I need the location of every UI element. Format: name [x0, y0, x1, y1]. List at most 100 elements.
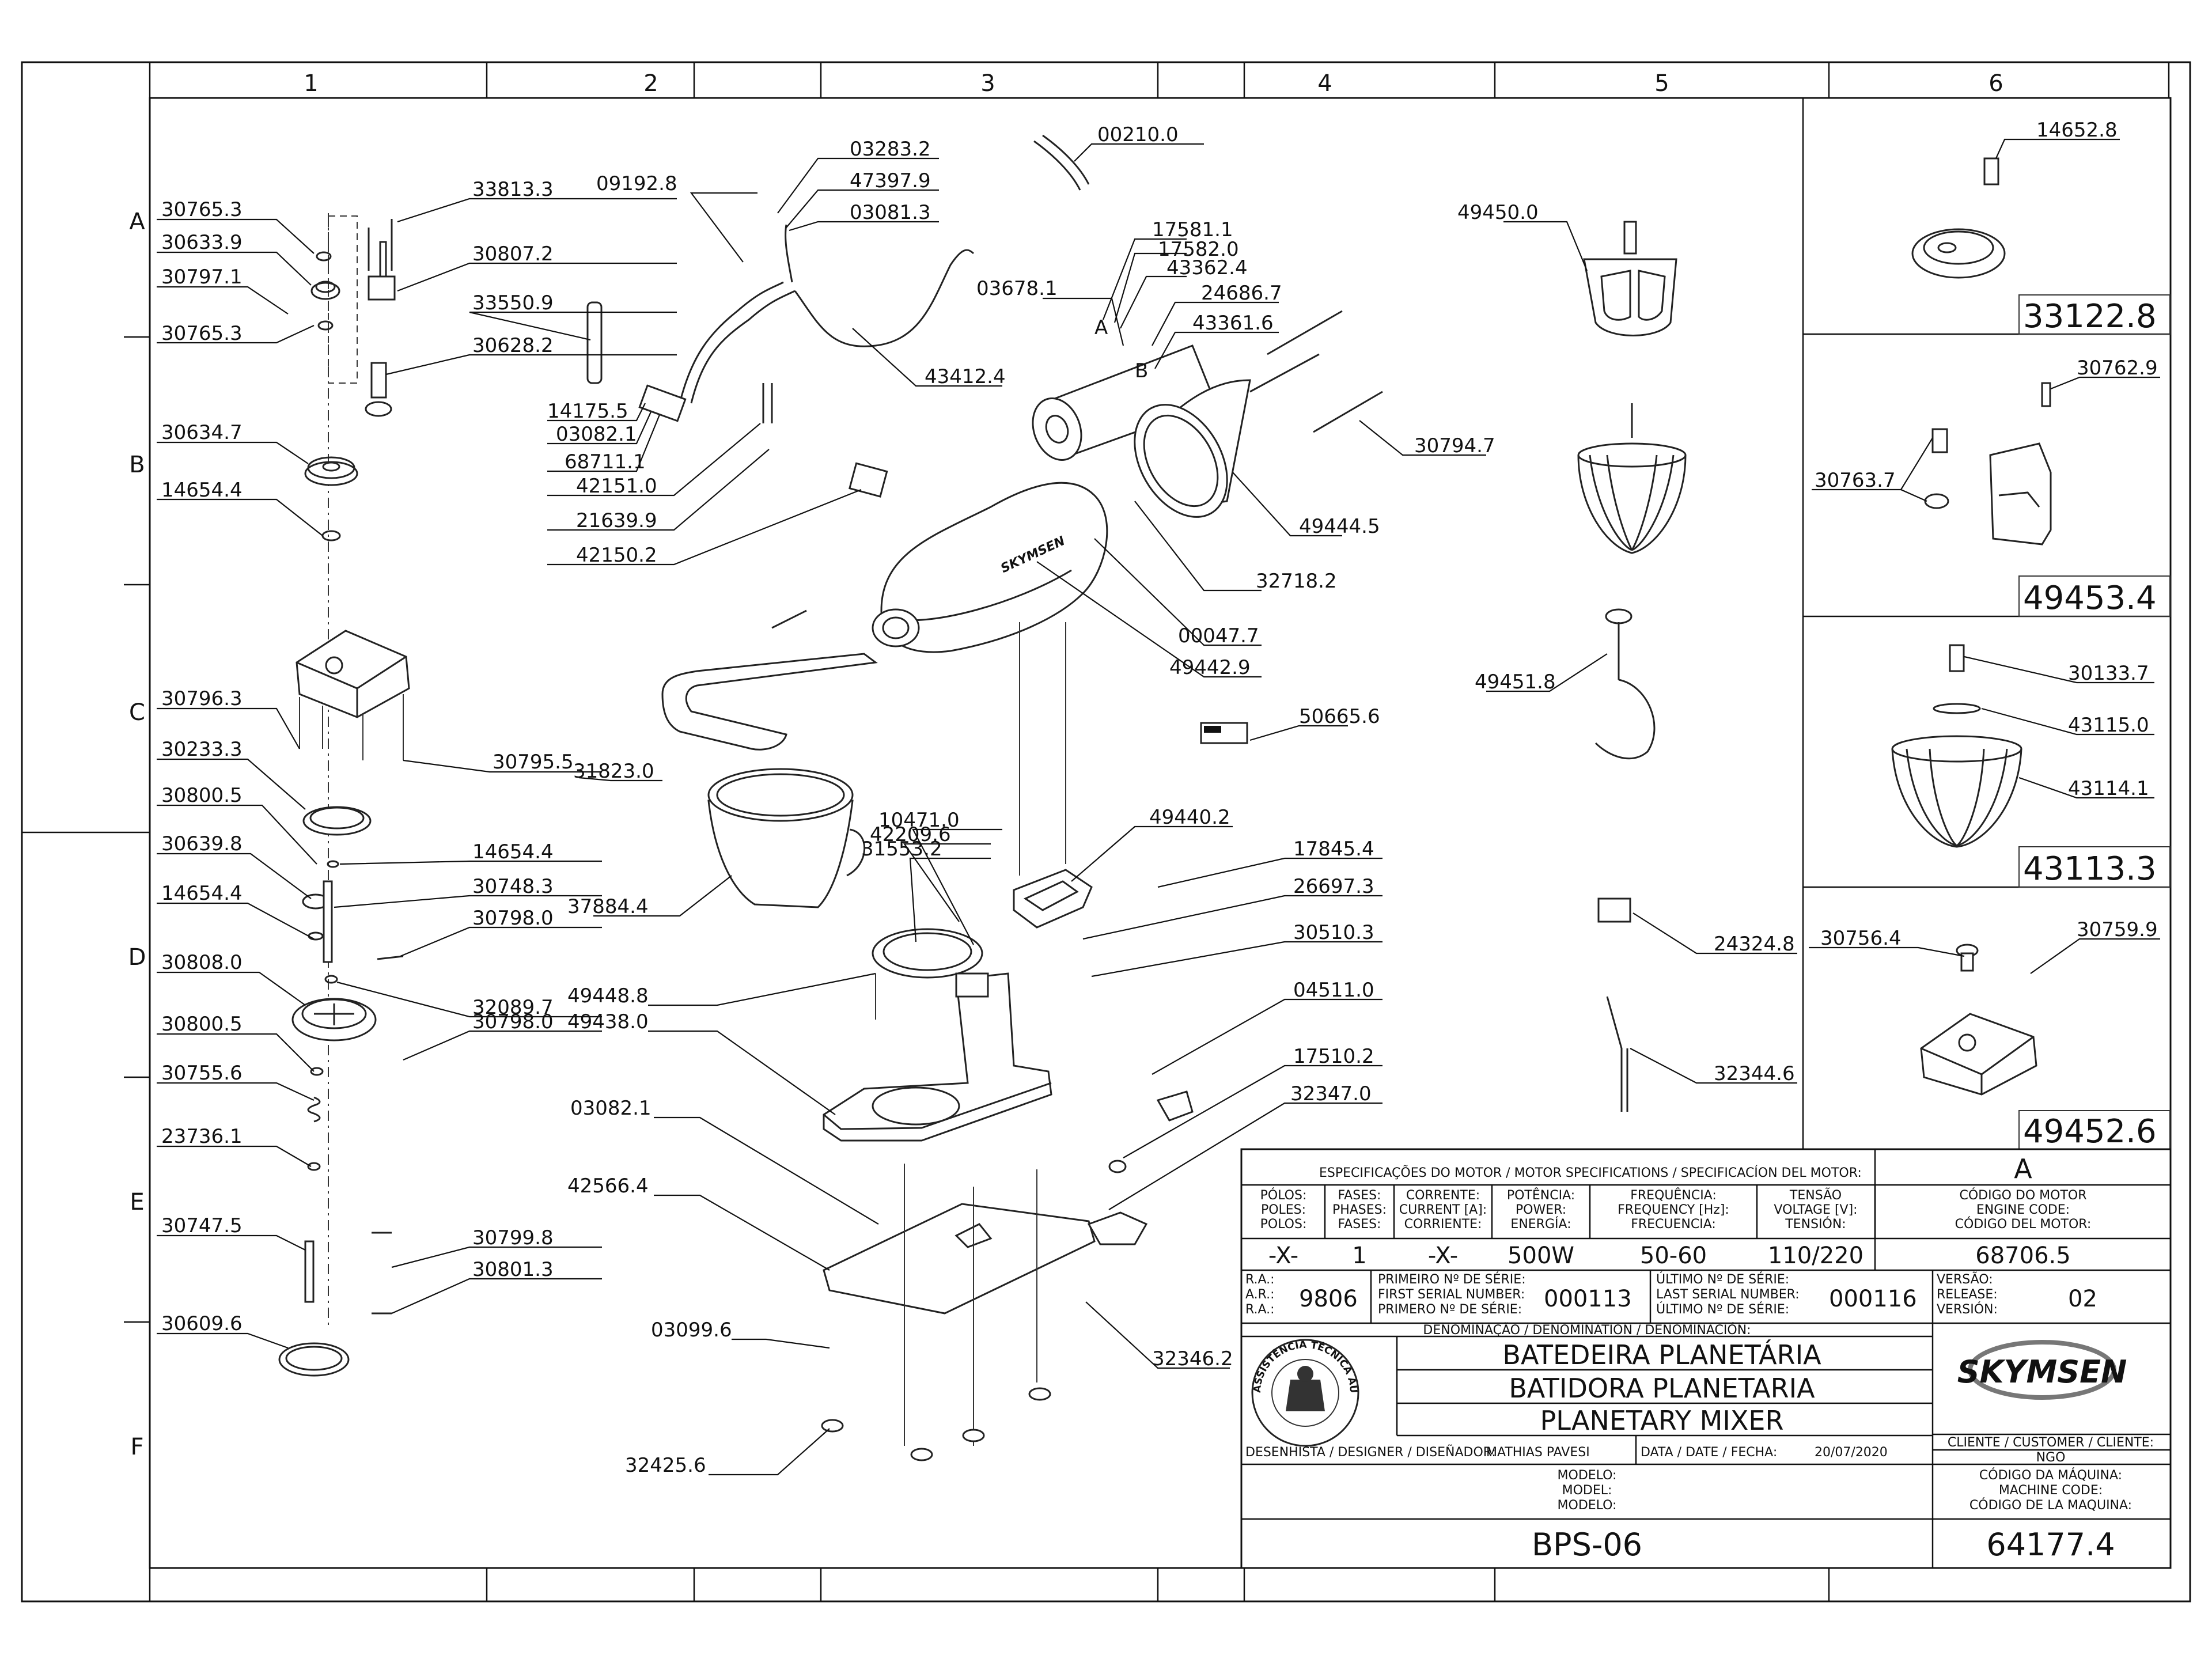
label-00047-7: 00047.7	[1178, 624, 1259, 647]
label-23736-1: 23736.1	[161, 1125, 243, 1148]
zone-col-6: 6	[1988, 70, 2003, 97]
zone-row-e: E	[130, 1189, 144, 1215]
label-17582-0: 17582.0	[1158, 238, 1239, 261]
label-30233-3: 30233.3	[161, 738, 243, 761]
label-30798-0-b: 30798.0	[472, 1010, 554, 1033]
zone-col-4: 4	[1317, 70, 1332, 97]
label-03081-3: 03081.3	[850, 201, 931, 224]
label-17581-1: 17581.1	[1152, 218, 1233, 241]
client-header: CLIENTE / CUSTOMER / CLIENTE:	[1948, 1435, 2154, 1450]
first-serial-l1: PRIMEIRO Nº DE SÉRIE:	[1378, 1272, 1526, 1287]
label-30748-3: 30748.3	[472, 875, 554, 898]
first-serial-value: 000113	[1544, 1286, 1632, 1312]
machine-code-l1: CÓDIGO DA MÁQUINA:	[1979, 1468, 2122, 1483]
zone-row-b: B	[129, 452, 145, 478]
parts-attachments	[1577, 221, 1687, 1112]
zone-col-5: 5	[1654, 70, 1669, 97]
product-name-pt: BATEDEIRA PLANETÁRIA	[1502, 1339, 1821, 1370]
model-l1: MODELO:	[1558, 1468, 1617, 1483]
label-42151-0: 42151.0	[576, 475, 657, 498]
ra-l2: A.R.:	[1245, 1287, 1275, 1302]
parts-head-and-body: SKYMSEN	[661, 482, 1248, 1461]
label-33550-9: 33550.9	[472, 291, 554, 315]
label-42150-2: 42150.2	[576, 544, 657, 567]
value-frequency: 50-60	[1640, 1243, 1707, 1269]
label-68711-1: 68711.1	[565, 450, 646, 474]
first-serial-l2: FIRST SERIAL NUMBER:	[1378, 1287, 1525, 1302]
drawing-frame	[21, 61, 2191, 1603]
version-l3: VERSIÓN:	[1937, 1302, 1998, 1317]
brand-logo: SKYMSEN	[1957, 1340, 2127, 1400]
label-17845-4: 17845.4	[1293, 838, 1374, 861]
last-serial-l2: LAST SERIAL NUMBER:	[1656, 1287, 1800, 1302]
detail-box-labels: 33122.8 49453.4 43113.3 49452.6	[2023, 298, 2157, 1150]
product-name-es: BATIDORA PLANETARIA	[1509, 1373, 1815, 1404]
label-30755-6: 30755.6	[161, 1062, 243, 1085]
label-32346-2: 32346.2	[1152, 1347, 1233, 1370]
label-49448-8: 49448.8	[567, 984, 649, 1007]
spec-voltage-l2: VOLTAGE [V]:	[1774, 1203, 1857, 1217]
label-30801-3: 30801.3	[472, 1258, 554, 1281]
label-31823-0: 31823.0	[573, 760, 654, 783]
zone-row-f: F	[130, 1434, 143, 1460]
client-value: NGO	[2036, 1450, 2066, 1465]
ra-l1: R.A.:	[1245, 1272, 1275, 1287]
label-04511-0: 04511.0	[1293, 979, 1374, 1002]
zone-labels: 1 2 3 4 5 6 A B C D E F	[128, 70, 2003, 1460]
zone-row-d: D	[128, 944, 146, 971]
last-serial-l3: ÚLTIMO Nº DE SÉRIE:	[1656, 1302, 1789, 1317]
label-03099-6: 03099.6	[651, 1319, 732, 1342]
label-26697-3: 26697.3	[1293, 875, 1374, 898]
label-49440-2: 49440.2	[1149, 806, 1230, 829]
ra-l3: R.A.:	[1245, 1302, 1275, 1317]
label-49450-0: 49450.0	[1457, 201, 1539, 224]
part-number-labels: 30765.3 33813.3 30633.9 30807.2 30797.1 …	[161, 119, 2158, 1477]
spec-current-l3: CORRIENTE:	[1404, 1217, 1482, 1232]
label-14654-4-d: 14654.4	[161, 882, 243, 905]
label-30634-7: 30634.7	[161, 421, 243, 444]
zone-col-3: 3	[980, 70, 995, 97]
detail-box-49452-6: 49452.6	[2023, 1113, 2157, 1150]
label-42209-6: 42209.6	[870, 823, 951, 846]
label-30510-3: 30510.3	[1293, 921, 1374, 944]
spec-voltage-l3: TENSIÓN:	[1785, 1217, 1846, 1232]
label-37884-4: 37884.4	[567, 895, 649, 918]
detail-box-33122-8: 33122.8	[2023, 298, 2157, 335]
version-l2: RELEASE:	[1937, 1287, 1998, 1302]
date-value: 20/07/2020	[1815, 1445, 1888, 1460]
label-30800-5-b: 30800.5	[161, 1013, 243, 1036]
label-32344-6: 32344.6	[1714, 1062, 1795, 1085]
motor-code-l1: CÓDIGO DO MOTOR	[1959, 1188, 2086, 1203]
zone-col-1: 1	[304, 70, 318, 97]
value-voltage: 110/220	[1768, 1243, 1863, 1269]
label-43114-1: 43114.1	[2068, 777, 2149, 800]
model-l3: MODELO:	[1558, 1498, 1617, 1513]
spec-current-l1: CORRENTE:	[1406, 1188, 1480, 1203]
label-30798-0-a: 30798.0	[472, 907, 554, 930]
label-30763-7: 30763.7	[1815, 469, 1896, 492]
label-21639-9: 21639.9	[576, 509, 657, 532]
label-17510-2: 17510.2	[1293, 1045, 1374, 1068]
label-30795-5: 30795.5	[493, 751, 574, 774]
detail-box-43113-3: 43113.3	[2023, 850, 2157, 888]
value-power: 500W	[1508, 1243, 1574, 1269]
label-31553-2: 31553.2	[861, 838, 942, 861]
label-30807-2: 30807.2	[472, 243, 554, 266]
leader-lines	[157, 138, 2160, 1476]
spec-frequency-l3: FRECUENCIA:	[1631, 1217, 1716, 1232]
parts-wiring-and-motor	[638, 134, 1383, 518]
label-49444-5: 49444.5	[1299, 515, 1380, 538]
label-30765-3-top: 30765.3	[161, 198, 243, 221]
spec-current-l2: CURRENT [A]:	[1399, 1203, 1487, 1217]
motor-variant: A	[2014, 1153, 2032, 1184]
spec-frequency-l1: FREQUÊNCIA:	[1630, 1188, 1717, 1203]
spec-power-l2: POWER:	[1516, 1203, 1566, 1217]
first-serial-l3: PRIMERO Nº DE SÉRIE:	[1378, 1302, 1522, 1317]
label-30628-2: 30628.2	[472, 334, 554, 357]
spec-voltage-l1: TENSÃO	[1789, 1187, 1842, 1203]
spec-poles-l2: POLES:	[1261, 1203, 1306, 1217]
label-47397-9: 47397.9	[850, 169, 931, 192]
label-24324-8: 24324.8	[1714, 933, 1795, 956]
label-43412-4: 43412.4	[925, 365, 1006, 388]
